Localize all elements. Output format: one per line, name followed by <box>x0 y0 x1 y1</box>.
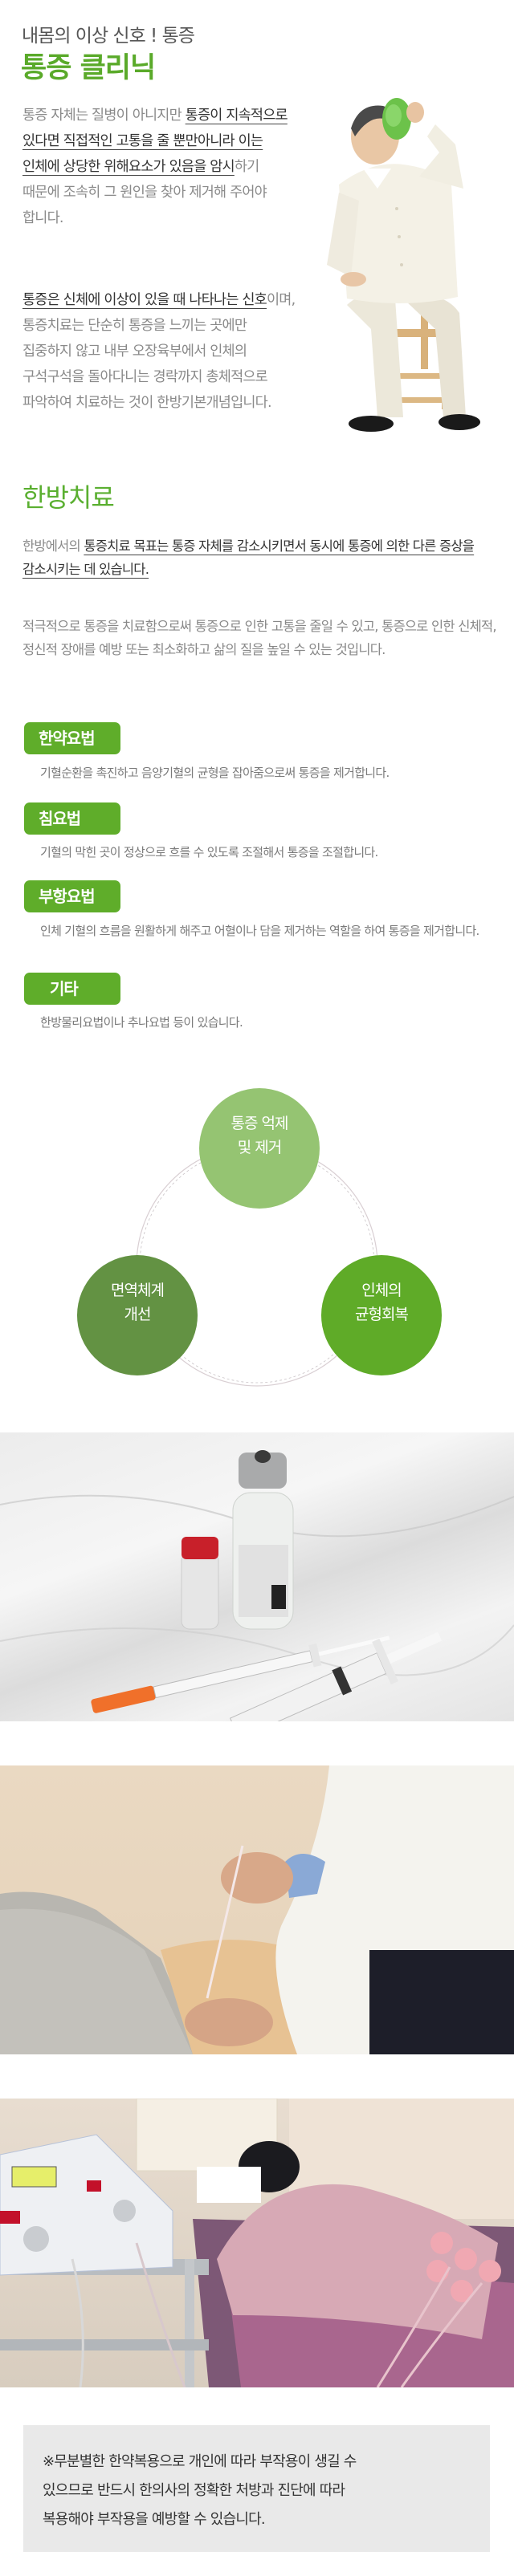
page-title: 통증 클리닉 <box>21 52 156 84</box>
photo-electro-physiotherapy <box>0 2099 514 2387</box>
method-description-cupping: 인체 기혈의 흐름을 원활하게 해주고 어혈이나 담을 제거하는 역할을 하여 … <box>40 924 479 938</box>
method-badge-other: 기타 <box>24 973 120 1005</box>
diagram-node-immune-line2: 개선 <box>124 1306 152 1323</box>
treatment-goal-text: 한방에서의 통증치료 목표는 통증 자체를 감소시키면서 동시에 통증에 의한 … <box>22 534 504 581</box>
photo-vials-and-syringes <box>0 1432 514 1721</box>
section-heading-oriental-treatment: 한방치료 <box>22 482 115 513</box>
electrotherapy-illustration-icon <box>0 2099 514 2387</box>
vials-syringes-illustration-icon <box>0 1450 514 1721</box>
treatment-goal-detail: 적극적으로 통증을 치료함으로써 통증으로 인한 고통을 줄일 수 있고, 통증… <box>22 619 497 657</box>
treatment-goal-prefix: 한방에서의 <box>22 538 84 554</box>
method-badge-herbal-medicine: 한약요법 <box>24 722 120 754</box>
intro-p1-tail: 하기 때문에 조속히 그 원인을 찾아 제거해 주어야 합니다. <box>22 159 267 226</box>
injection-illustration-icon <box>0 1765 514 2054</box>
diagram-node-balance-line2: 균형회복 <box>355 1306 409 1323</box>
disclaimer-box: ※무분별한 한약복용으로 개인에 따라 부작용이 생길 수 있으므로 반드시 한… <box>23 2425 490 2552</box>
intro-paragraph-1: 통증 자체는 질병이 아니지만 통증이 지속적으로 있다면 직접적인 고통을 줄… <box>22 103 300 231</box>
hero-image-man-with-ice-pack <box>315 88 492 441</box>
page-subtitle: 내몸의 이상 신호 ! 통증 <box>22 26 195 47</box>
method-description-other: 한방물리요법이나 추나요법 등이 있습니다. <box>40 1015 243 1030</box>
cycle-diagram-icon <box>77 1088 442 1387</box>
intro-p1-text: 통증 자체는 질병이 아니지만 <box>22 108 186 124</box>
diagram-node-pain-suppression-line2: 및 제거 <box>237 1139 282 1156</box>
diagram-node-balance-line1: 인체의 <box>361 1282 402 1299</box>
diagram-node-pain-suppression: 통증 억제 및 제거 <box>199 1111 320 1160</box>
treatment-effects-diagram: 통증 억제 및 제거 면역체계 개선 인체의 균형회복 <box>0 1075 514 1396</box>
intro-paragraph-2: 통증은 신체에 이상이 있을 때 나타나는 신호이며, 통증치료는 단순히 통증… <box>22 287 300 416</box>
disclaimer-line-2: 있으므로 반드시 한의사의 정확한 처방과 진단에 따라 <box>43 2482 345 2499</box>
method-description-acupuncture: 기혈의 막힌 곳이 정상으로 흐를 수 있도록 조절해서 통증을 조절합니다. <box>40 845 378 859</box>
diagram-node-immune-line1: 면역체계 <box>111 1282 165 1299</box>
man-headache-illustration-icon <box>327 98 480 432</box>
disclaimer-line-3: 복용해야 부작용을 예방할 수 있습니다. <box>43 2511 266 2528</box>
diagram-node-pain-suppression-line1: 통증 억제 <box>230 1115 289 1132</box>
intro-p1-emphasis: 통증이 지속적으로 있다면 직접적인 고통을 줄 뿐만아니라 이는 인체에 상당… <box>22 108 288 175</box>
diagram-node-immune-improvement: 면역체계 개선 <box>77 1278 198 1327</box>
method-description-herbal-medicine: 기혈순환을 촉진하고 음양기혈의 균형을 잡아줌으로써 통증을 제거합니다. <box>40 766 390 780</box>
disclaimer-line-1: ※무분별한 한약복용으로 개인에 따라 부작용이 생길 수 <box>43 2453 357 2470</box>
intro-p2-text: 이며, 통증치료는 단순히 통증을 느끼는 곳에만 집중하지 않고 내부 오장육… <box>22 292 296 411</box>
treatment-goal-emphasis: 통증치료 목표는 통증 자체를 감소시키면서 동시에 통증에 의한 다른 증상을… <box>22 538 475 577</box>
method-badge-acupuncture: 침요법 <box>24 802 120 835</box>
method-badge-cupping: 부항요법 <box>24 880 120 912</box>
photo-pharmacopuncture-treatment <box>0 1765 514 2054</box>
intro-p2-emphasis: 통증은 신체에 이상이 있을 때 나타나는 신호 <box>22 292 267 308</box>
diagram-node-body-balance: 인체의 균형회복 <box>321 1278 442 1327</box>
